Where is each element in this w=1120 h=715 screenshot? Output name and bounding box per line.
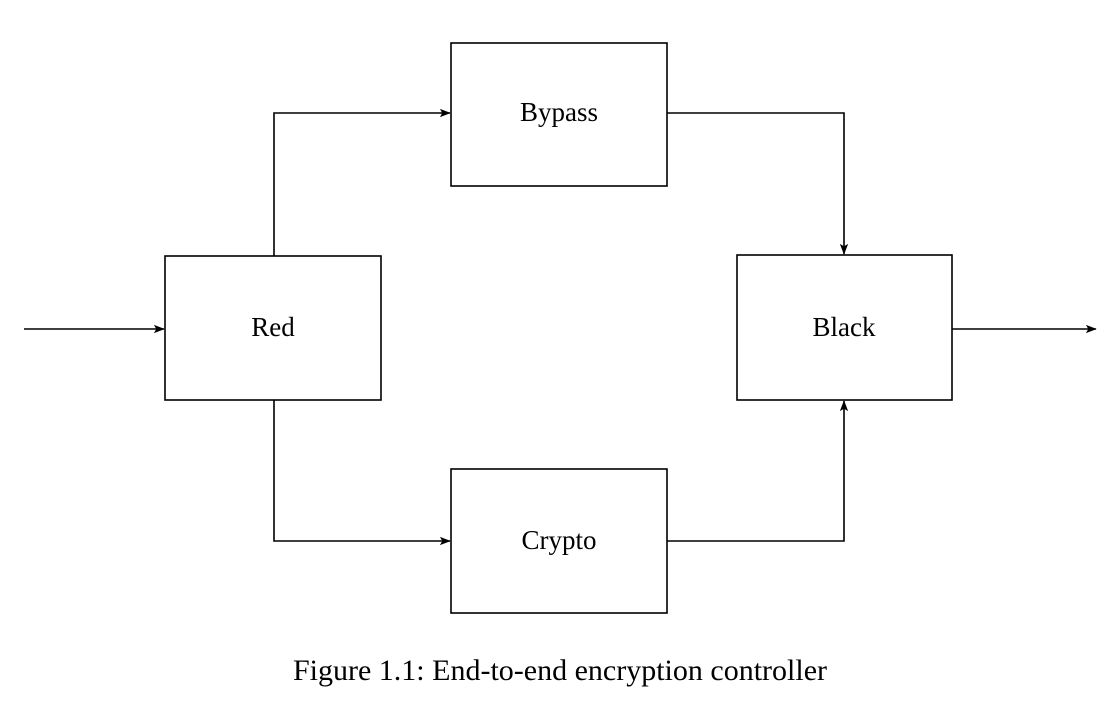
figure-caption: Figure 1.1: End-to-end encryption contro…	[292, 654, 828, 687]
node-crypto[interactable]: Crypto	[450, 468, 668, 614]
edge-red-to-crypto	[273, 400, 451, 546]
edge-bypass-to-black	[667, 112, 849, 255]
node-red-label: Red	[251, 312, 295, 342]
node-black-box[interactable]	[736, 254, 953, 401]
node-black[interactable]: Black	[736, 254, 953, 401]
node-crypto-label: Crypto	[521, 525, 596, 555]
node-red[interactable]: Red	[164, 255, 382, 401]
node-red-box[interactable]	[164, 255, 382, 401]
node-bypass-box[interactable]	[450, 42, 668, 187]
node-black-label: Black	[813, 312, 876, 342]
edge-crypto-to-black	[667, 400, 849, 542]
node-bypass[interactable]: Bypass	[450, 42, 668, 187]
node-crypto-box[interactable]	[450, 468, 668, 614]
node-bypass-label: Bypass	[520, 97, 598, 127]
edge-red-to-bypass	[273, 108, 451, 256]
